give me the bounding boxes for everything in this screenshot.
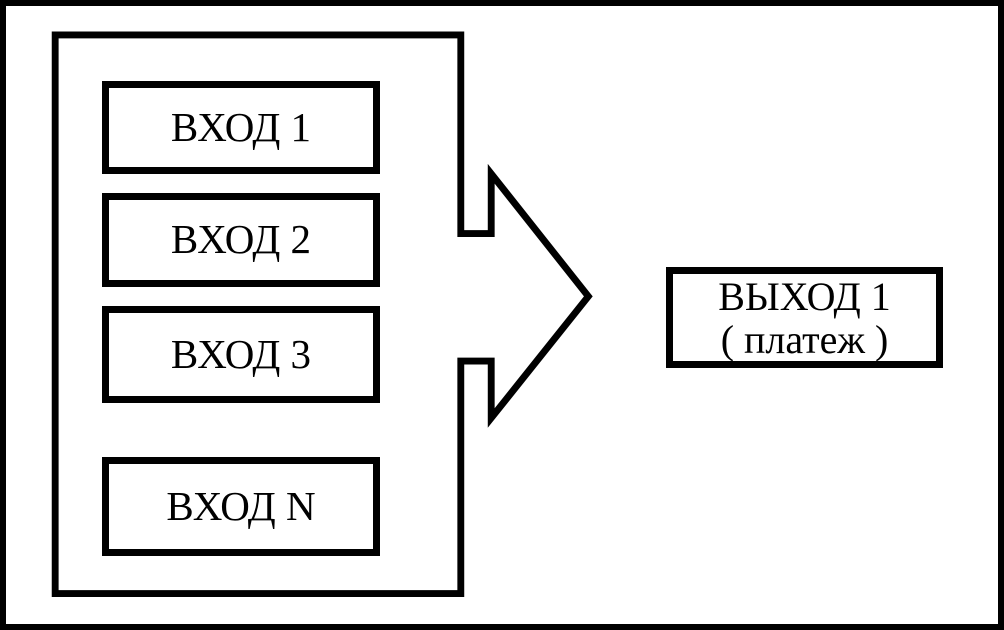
input-box-3-label: ВХОД 3: [170, 330, 312, 377]
output-box-title: ВЫХОД 1: [718, 273, 891, 319]
input-box-1-label: ВХОД 1: [170, 103, 312, 150]
output-box: ВЫХОД 1 ( платеж ): [666, 267, 943, 368]
input-box-n-label: ВХОД N: [166, 482, 316, 529]
input-box-3: ВХОД 3: [102, 306, 380, 403]
output-box-subtitle: ( платеж ): [720, 316, 889, 362]
input-box-2-label: ВХОД 2: [170, 216, 312, 263]
input-box-n: ВХОД N: [102, 457, 380, 556]
input-box-1: ВХОД 1: [102, 81, 380, 174]
input-box-2: ВХОД 2: [102, 193, 380, 287]
